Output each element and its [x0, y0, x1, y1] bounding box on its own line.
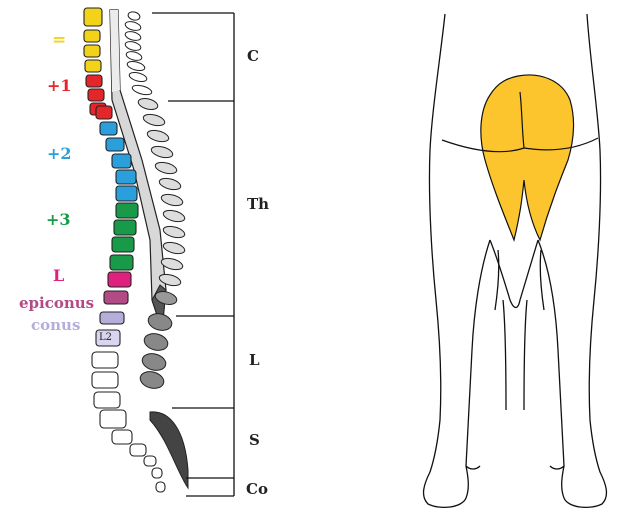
spinous-process: [124, 20, 142, 32]
vertebra-red: [88, 89, 104, 101]
spinous-process: [150, 144, 174, 159]
spinous-process: [140, 351, 167, 373]
vertebra-conus: [100, 312, 124, 324]
spinous-process: [131, 84, 152, 97]
label-epiconus: epiconus: [19, 296, 94, 311]
segment-label-lumbar: L: [249, 353, 260, 368]
vertebra-white: [92, 352, 118, 368]
vertebra-green: [116, 203, 138, 218]
spinous-process: [158, 176, 182, 191]
spinous-process: [162, 224, 186, 239]
spinous-process: [146, 311, 173, 333]
vertebra-white: [112, 430, 132, 444]
vertebra-yellow: [84, 30, 100, 42]
vertebra-white: [130, 444, 146, 456]
segment-label-cervical: C: [247, 49, 259, 64]
spinous-process: [142, 112, 166, 127]
vertebra-white: [156, 482, 165, 492]
segment-label-sacral: S: [249, 433, 260, 448]
vertebra-red: [86, 75, 102, 87]
vertebra-white: [100, 410, 126, 428]
spinous-process: [126, 60, 145, 72]
vertebra-blue: [106, 138, 124, 151]
vertebra-white: [152, 468, 162, 478]
vertebra-blue: [116, 186, 137, 201]
segment-label-thoracic: Th: [247, 197, 269, 212]
spinous-process: [154, 160, 178, 175]
spinous-process: [124, 30, 142, 42]
spinous-process: [146, 128, 170, 143]
segment-label-coccygeal: Co: [246, 482, 268, 497]
label-plus1: +1: [47, 78, 72, 94]
spinous-process: [160, 192, 184, 207]
spinous-process: [125, 50, 143, 62]
vertebra-red: [96, 106, 112, 119]
spinous-process: [124, 40, 142, 52]
vertebra-yellow: [84, 8, 102, 26]
vertebra-magenta: [108, 272, 131, 287]
vertebra-green: [112, 237, 134, 252]
vertebra-white: [144, 456, 156, 466]
vertebra-yellow: [84, 45, 100, 57]
label-plus3: +3: [46, 212, 71, 228]
vertebra-white: [92, 372, 118, 388]
vertebra-blue: [112, 154, 131, 168]
spinous-process: [142, 331, 169, 353]
label-l-level: L: [53, 268, 64, 284]
spinous-process: [128, 71, 147, 83]
spinous-process: [162, 208, 186, 223]
vertebra-white: [94, 392, 120, 408]
label-plus2: +2: [47, 146, 72, 162]
spinous-process: [138, 369, 165, 391]
label-equal: =: [52, 32, 66, 49]
vertebra-yellow: [85, 60, 101, 72]
vertebra-blue: [116, 170, 136, 184]
label-conus: conus: [31, 318, 80, 333]
vertebra-green: [114, 220, 136, 235]
spinous-process: [127, 11, 141, 22]
spinous-process: [137, 97, 159, 112]
buttock-dermatome: [481, 75, 574, 240]
vertebra-green: [110, 255, 133, 270]
vertebra-label-l2: L2: [99, 333, 112, 343]
vertebra-epiconus: [104, 291, 128, 304]
spinous-process: [162, 240, 186, 255]
vertebra-blue: [100, 122, 117, 135]
